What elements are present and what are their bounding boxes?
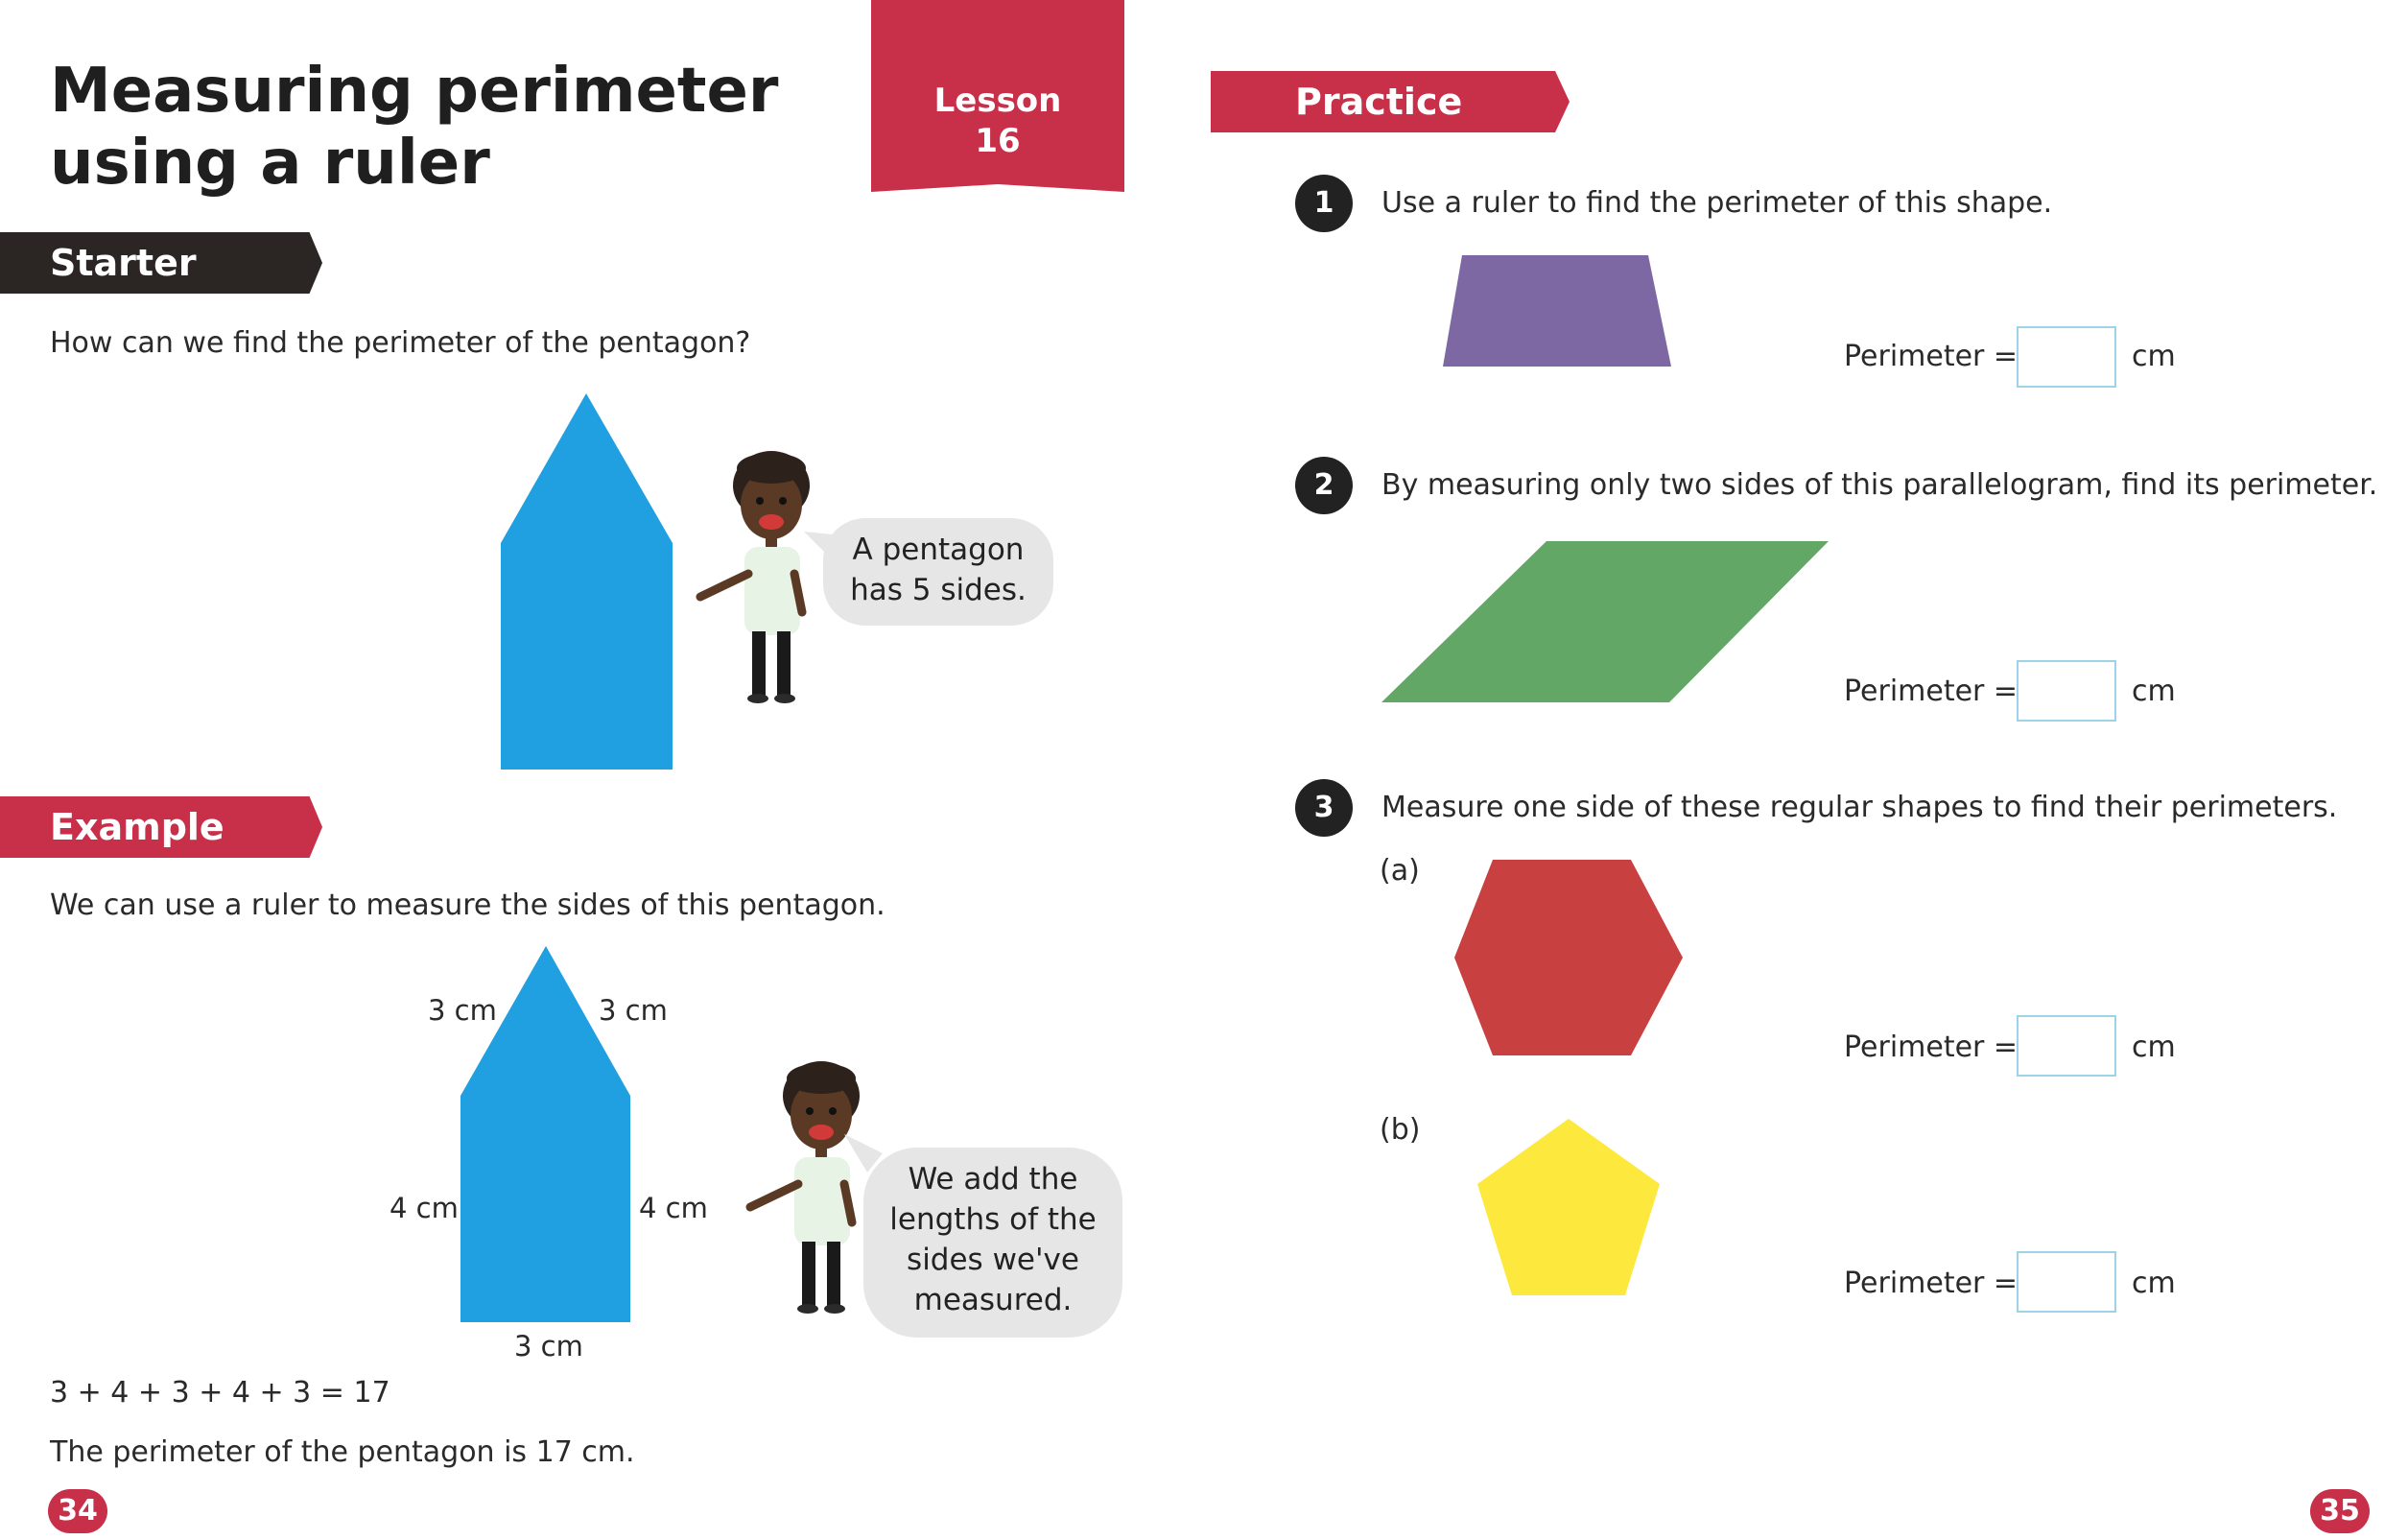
speech-line-3: sides we've [907, 1243, 1079, 1277]
answer-box-q3b[interactable] [2017, 1251, 2116, 1313]
question-3-number: 3 [1295, 779, 1353, 837]
lesson-number: 16 [975, 122, 1021, 160]
unit-q3b: cm [2132, 1267, 2176, 1300]
lesson-banner: Lesson 16 [871, 0, 1124, 192]
example-conclusion: The perimeter of the pentagon is 17 cm. [50, 1435, 635, 1469]
example-intro: We can use a ruler to measure the sides … [50, 888, 885, 922]
label-top-left-side: 3 cm [428, 994, 497, 1027]
question-2-text: By measuring only two sides of this para… [1381, 468, 2378, 502]
answer-box-q3a[interactable] [2017, 1015, 2116, 1077]
speech-bubble-starter: A pentagon has 5 sides. [823, 518, 1053, 626]
example-equation: 3 + 4 + 3 + 4 + 3 = 17 [50, 1376, 390, 1410]
perimeter-label-q2: Perimeter = [1844, 675, 2018, 708]
starter-heading: Starter [0, 232, 322, 294]
speech-bubble-example: We add the lengths of the sides we've me… [863, 1148, 1122, 1338]
page-title: Measuring perimeter using a ruler [50, 56, 778, 200]
title-line-2: using a ruler [50, 128, 490, 199]
speech-line-2: has 5 sides. [850, 573, 1027, 607]
page-number-left: 34 [48, 1489, 107, 1533]
example-heading: Example [0, 796, 322, 858]
unit-q1: cm [2132, 340, 2176, 373]
boy-character-starter [696, 451, 810, 703]
speech-bubble-tail [804, 532, 842, 560]
lesson-label: Lesson [933, 82, 1062, 120]
question-3-part-b-label: (b) [1380, 1113, 1421, 1147]
answer-box-q1[interactable] [2017, 326, 2116, 388]
perimeter-label-q3b: Perimeter = [1844, 1267, 2018, 1300]
boy-character-example [745, 1061, 860, 1314]
label-right-side: 4 cm [639, 1192, 708, 1224]
unit-q2: cm [2132, 675, 2176, 708]
question-3-part-a-label: (a) [1380, 854, 1420, 888]
question-2-number: 2 [1295, 457, 1353, 514]
answer-box-q2[interactable] [2017, 660, 2116, 722]
label-left-side: 4 cm [390, 1192, 459, 1224]
question-1-number: 1 [1295, 175, 1353, 232]
perimeter-label-q1: Perimeter = [1844, 340, 2018, 373]
speech-line-1: We add the [908, 1162, 1078, 1196]
question-1-text: Use a ruler to find the perimeter of thi… [1381, 186, 2053, 220]
title-line-1: Measuring perimeter [50, 56, 779, 127]
page-number-right: 35 [2310, 1489, 2370, 1533]
unit-q3a: cm [2132, 1031, 2176, 1064]
label-top-right-side: 3 cm [599, 994, 668, 1027]
speech-line-4: measured. [913, 1283, 1073, 1317]
speech-line-1: A pentagon [852, 533, 1025, 567]
practice-heading: Practice [1211, 71, 1570, 132]
label-bottom-side: 3 cm [514, 1330, 583, 1362]
starter-question: How can we find the perimeter of the pen… [50, 326, 751, 360]
perimeter-label-q3a: Perimeter = [1844, 1031, 2018, 1064]
speech-line-2: lengths of the [889, 1202, 1097, 1237]
question-3-text: Measure one side of these regular shapes… [1381, 791, 2338, 824]
speech-bubble-tail [844, 1134, 883, 1173]
